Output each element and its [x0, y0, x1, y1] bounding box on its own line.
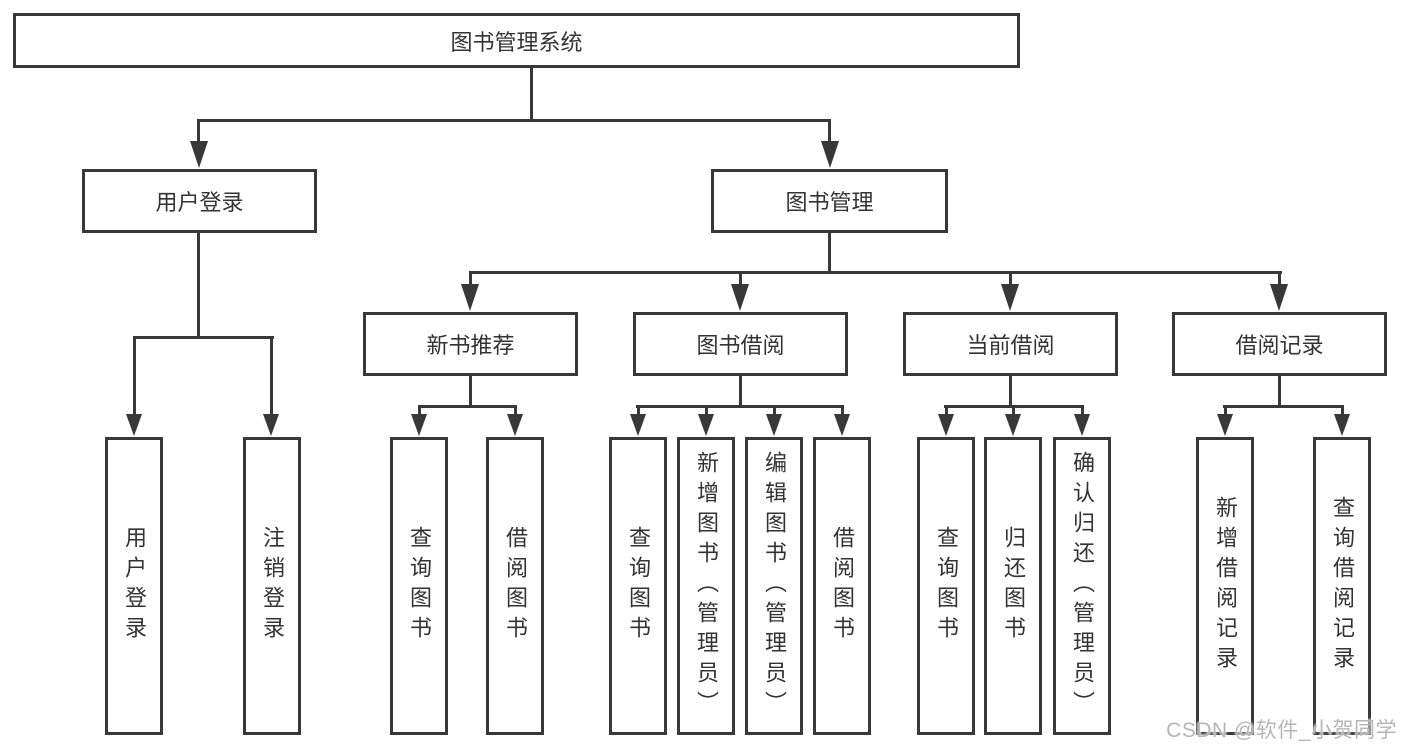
node-root: 图书管理系统 — [13, 13, 1020, 68]
connector-line — [1223, 405, 1344, 408]
arrow-down-icon — [766, 414, 782, 436]
connector-line — [469, 271, 1282, 274]
leaf-recommend-borrow-books: 借阅图书 — [486, 437, 544, 735]
connector-line — [1009, 376, 1012, 408]
csdn-watermark: CSDN @软件_小贺同学 — [1166, 719, 1397, 742]
arrow-down-icon — [411, 414, 427, 436]
connector-line — [945, 405, 948, 417]
connector-line — [514, 405, 517, 417]
connector-line — [197, 119, 200, 147]
arrow-down-icon — [1270, 284, 1288, 311]
node-book-management-branch: 图书管理 — [711, 169, 948, 233]
connector-line — [469, 271, 472, 287]
connector-line — [418, 405, 421, 417]
arrow-down-icon — [1334, 414, 1350, 436]
connector-line — [637, 405, 640, 417]
leaf-recommend-query-books: 查询图书 — [390, 437, 448, 735]
leaf-edit-books-admin: 编辑图书（管理员） — [745, 437, 803, 735]
leaf-logout: 注销登录 — [243, 437, 301, 735]
connector-line — [197, 119, 831, 122]
arrow-down-icon — [698, 414, 714, 436]
leaf-borrow-query-books: 查询图书 — [609, 437, 667, 735]
connector-line — [133, 336, 136, 416]
connector-line — [469, 376, 472, 408]
connector-line — [1009, 271, 1012, 287]
leaf-return-books: 归还图书 — [984, 437, 1042, 735]
connector-line — [636, 405, 844, 408]
leaf-query-borrow-record: 查询借阅记录 — [1313, 437, 1371, 735]
arrow-down-icon — [731, 284, 749, 311]
node-book-borrow: 图书借阅 — [633, 312, 848, 376]
connector-line — [197, 233, 200, 339]
arrow-down-icon — [834, 414, 850, 436]
leaf-borrow-books: 借阅图书 — [813, 437, 871, 735]
arrow-down-icon — [507, 414, 523, 436]
connector-line — [841, 405, 844, 417]
connector-line — [828, 233, 831, 274]
leaf-add-borrow-record: 新增借阅记录 — [1196, 437, 1254, 735]
connector-line — [1081, 405, 1084, 417]
node-borrow-records: 借阅记录 — [1172, 312, 1387, 376]
connector-line — [270, 336, 273, 416]
leaf-confirm-return-admin: 确认归还（管理员） — [1053, 437, 1111, 735]
arrow-down-icon — [1217, 414, 1233, 436]
node-user-login-branch: 用户登录 — [82, 169, 317, 233]
connector-line — [739, 271, 742, 287]
connector-line — [530, 66, 533, 121]
leaf-current-query-books: 查询图书 — [917, 437, 975, 735]
arrow-down-icon — [1001, 284, 1019, 311]
leaf-add-books-admin: 新增图书（管理员） — [677, 437, 735, 735]
connector-line — [1012, 405, 1015, 417]
connector-line — [418, 405, 517, 408]
node-current-borrow: 当前借阅 — [903, 312, 1118, 376]
arrow-down-icon — [1074, 414, 1090, 436]
connector-line — [1341, 405, 1344, 417]
arrow-down-icon — [938, 414, 954, 436]
connector-line — [1278, 271, 1281, 287]
connector-line — [1278, 376, 1281, 408]
connector-line — [1224, 405, 1227, 417]
arrow-down-icon — [1005, 414, 1021, 436]
connector-line — [773, 405, 776, 417]
arrow-down-icon — [821, 141, 839, 168]
connector-line — [133, 336, 274, 339]
connector-line — [705, 405, 708, 417]
arrow-down-icon — [630, 414, 646, 436]
arrow-down-icon — [461, 284, 479, 311]
leaf-user-login: 用户登录 — [105, 437, 163, 735]
connector-line — [739, 376, 742, 408]
arrow-down-icon — [263, 414, 279, 436]
connector-line — [828, 119, 831, 147]
arrow-down-icon — [190, 141, 208, 168]
node-new-book-recommend: 新书推荐 — [363, 312, 578, 376]
arrow-down-icon — [126, 414, 142, 436]
